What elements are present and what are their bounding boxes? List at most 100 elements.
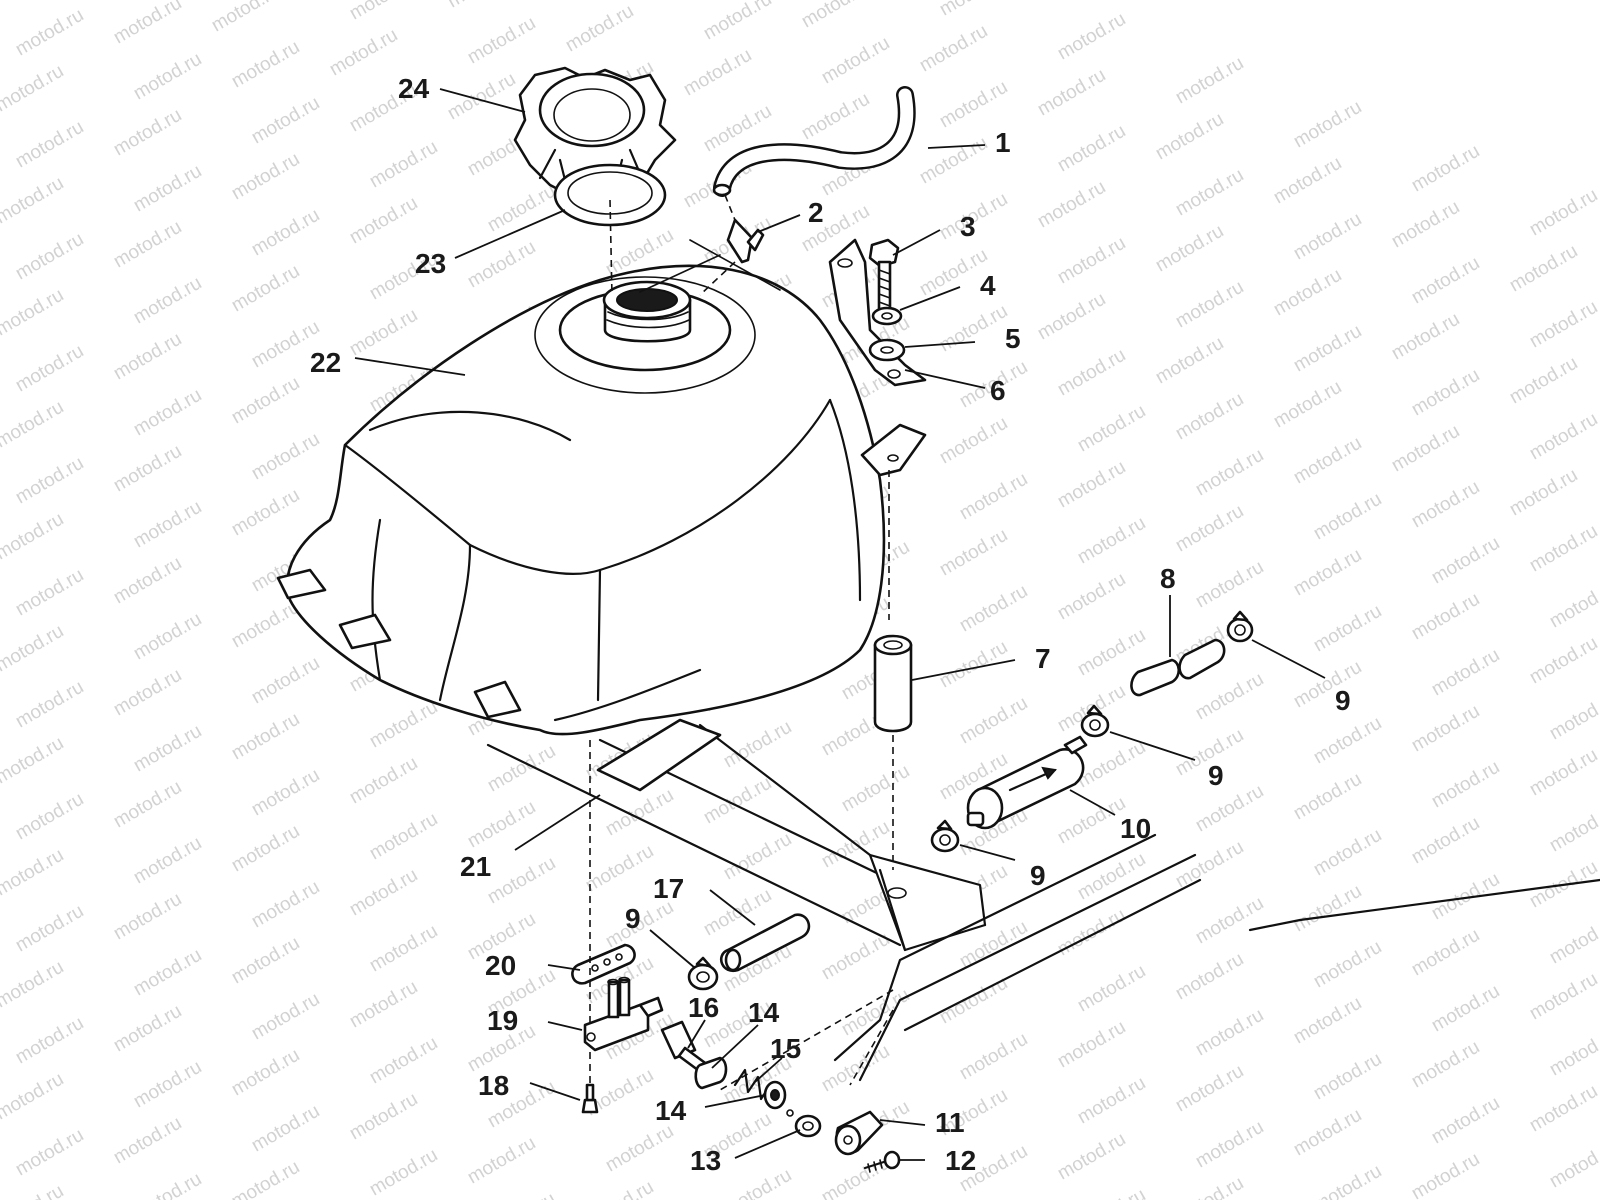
watermark-text: motod.ru <box>1310 601 1385 657</box>
watermark-text: motod.ru <box>130 497 205 553</box>
watermark-text: motod.ru <box>1290 769 1365 825</box>
watermark-text: motod.ru <box>110 441 185 497</box>
watermark-text: motod.ru <box>1074 401 1149 457</box>
watermark-text: motod.ru <box>1526 409 1600 465</box>
callout-5: 5 <box>1005 323 1021 354</box>
watermark-text: motod.ru <box>0 173 67 229</box>
watermark-text: motod.ru <box>1270 377 1345 433</box>
watermark-text: motod.ru <box>1408 1037 1483 1093</box>
hose-8 <box>1130 638 1226 697</box>
watermark-text: motod.ru <box>1408 589 1483 645</box>
watermark-text: motod.ru <box>484 853 559 909</box>
fuel-filter-10 <box>966 735 1088 830</box>
watermark-text: motod.ru <box>366 921 441 977</box>
watermark-text: motod.ru <box>1408 925 1483 981</box>
watermark-text: motod.ru <box>1192 557 1267 613</box>
watermark-text: motod.ru <box>0 733 67 789</box>
watermark-text: motod.ru <box>720 717 795 773</box>
watermark-text: motod.ru <box>1054 457 1129 513</box>
watermark-text: motod.ru <box>936 0 1011 20</box>
watermark-text: motod.ru <box>1310 713 1385 769</box>
watermark-text: motod.ru <box>248 429 323 485</box>
callout-17: 17 <box>653 873 684 904</box>
watermark-text: motod.ru <box>326 25 401 81</box>
watermark-text: motod.ru <box>1054 569 1129 625</box>
watermark-text: motod.ru <box>110 217 185 273</box>
watermark-text: motod.ru <box>0 61 67 117</box>
watermark-text: motod.ru <box>1172 1173 1247 1200</box>
watermark-text: motod.ru <box>346 865 421 921</box>
callout-12: 12 <box>945 1145 976 1176</box>
watermark-text: motod.ru <box>248 989 323 1045</box>
callout-22: 22 <box>310 347 341 378</box>
watermark-text: motod.ru <box>228 1157 303 1200</box>
watermark-text: motod.ru <box>366 137 441 193</box>
watermark-text: motod.ru <box>444 0 519 12</box>
watermark-text: motod.ru <box>464 237 539 293</box>
watermark-text: motod.ru <box>1172 165 1247 221</box>
petcock-19 <box>583 976 664 1052</box>
watermark-text: motod.ru <box>1526 969 1600 1025</box>
watermark-text: motod.ru <box>1152 109 1227 165</box>
callout-21: 21 <box>460 851 491 882</box>
watermark-text: motod.ru <box>956 469 1031 525</box>
watermark-text: motod.ru <box>1172 501 1247 557</box>
watermark-text: motod.ru <box>130 721 205 777</box>
watermark-text: motod.ru <box>1172 837 1247 893</box>
watermark-text: motod.ru <box>838 761 913 817</box>
watermark-text: motod.ru <box>1546 1025 1600 1081</box>
callout-15: 15 <box>770 1033 801 1064</box>
watermark-text: motod.ru <box>1408 701 1483 757</box>
callout-9-upper: 9 <box>1335 685 1351 716</box>
watermark-text: motod.ru <box>248 1101 323 1157</box>
watermark-text: motod.ru <box>916 133 991 189</box>
watermark-text: motod.ru <box>484 1189 559 1200</box>
watermark-text: motod.ru <box>12 677 87 733</box>
watermark-text: motod.ru <box>228 373 303 429</box>
watermark-text: motod.ru <box>12 229 87 285</box>
watermark-text: motod.ru <box>130 49 205 105</box>
callout-2: 2 <box>808 197 824 228</box>
watermark-text: motod.ru <box>1054 345 1129 401</box>
watermark-text: motod.ru <box>130 385 205 441</box>
watermark-text: motod.ru <box>228 709 303 765</box>
watermark-text: motod.ru <box>12 341 87 397</box>
watermark-text: motod.ru <box>1546 689 1600 745</box>
callout-labels: 1 2 3 4 5 6 7 8 9 9 9 9 10 11 12 13 14 1… <box>310 73 1351 1176</box>
watermark-text: motod.ru <box>1034 65 1109 121</box>
watermark-text: motod.ru <box>1526 185 1600 241</box>
watermark-text: motod.ru <box>1192 1117 1267 1173</box>
watermark-text: motod.ru <box>464 13 539 69</box>
watermark-text: motod.ru <box>1408 813 1483 869</box>
watermark-text: motod.ru <box>1408 365 1483 421</box>
watermark-text: motod.ru <box>110 665 185 721</box>
watermark-text: motod.ru <box>936 77 1011 133</box>
watermark-text: motod.ru <box>208 0 283 36</box>
watermark-text: motod.ru <box>130 833 205 889</box>
callout-8: 8 <box>1160 563 1176 594</box>
watermark-text: motod.ru <box>818 33 893 89</box>
washer-14-upper <box>694 1056 728 1090</box>
watermark-text: motod.ru <box>130 1057 205 1113</box>
watermark-text: motod.ru <box>936 525 1011 581</box>
watermark-text: motod.ru <box>1192 1005 1267 1061</box>
watermark-text: motod.ru <box>1290 881 1365 937</box>
watermark-text: motod.ru <box>228 149 303 205</box>
watermark-text: motod.ru <box>464 797 539 853</box>
watermark-text: motod.ru <box>1172 389 1247 445</box>
fuel-tank-22 <box>276 239 927 736</box>
watermark-text: motod.ru <box>602 1121 677 1177</box>
callout-14-upper: 14 <box>748 997 780 1028</box>
watermark-text: motod.ru <box>1270 153 1345 209</box>
watermark-text: motod.ru <box>1152 221 1227 277</box>
watermark-text: motod.ru <box>1546 913 1600 969</box>
watermark-text: motod.ru <box>1428 981 1503 1037</box>
vent-hose-1 <box>712 86 916 197</box>
watermark-text: motod.ru <box>0 0 67 4</box>
screw-18 <box>581 1083 599 1114</box>
watermark-text: motod.ru <box>110 889 185 945</box>
watermark-text: motod.ru <box>1172 277 1247 333</box>
callout-7: 7 <box>1035 643 1051 674</box>
